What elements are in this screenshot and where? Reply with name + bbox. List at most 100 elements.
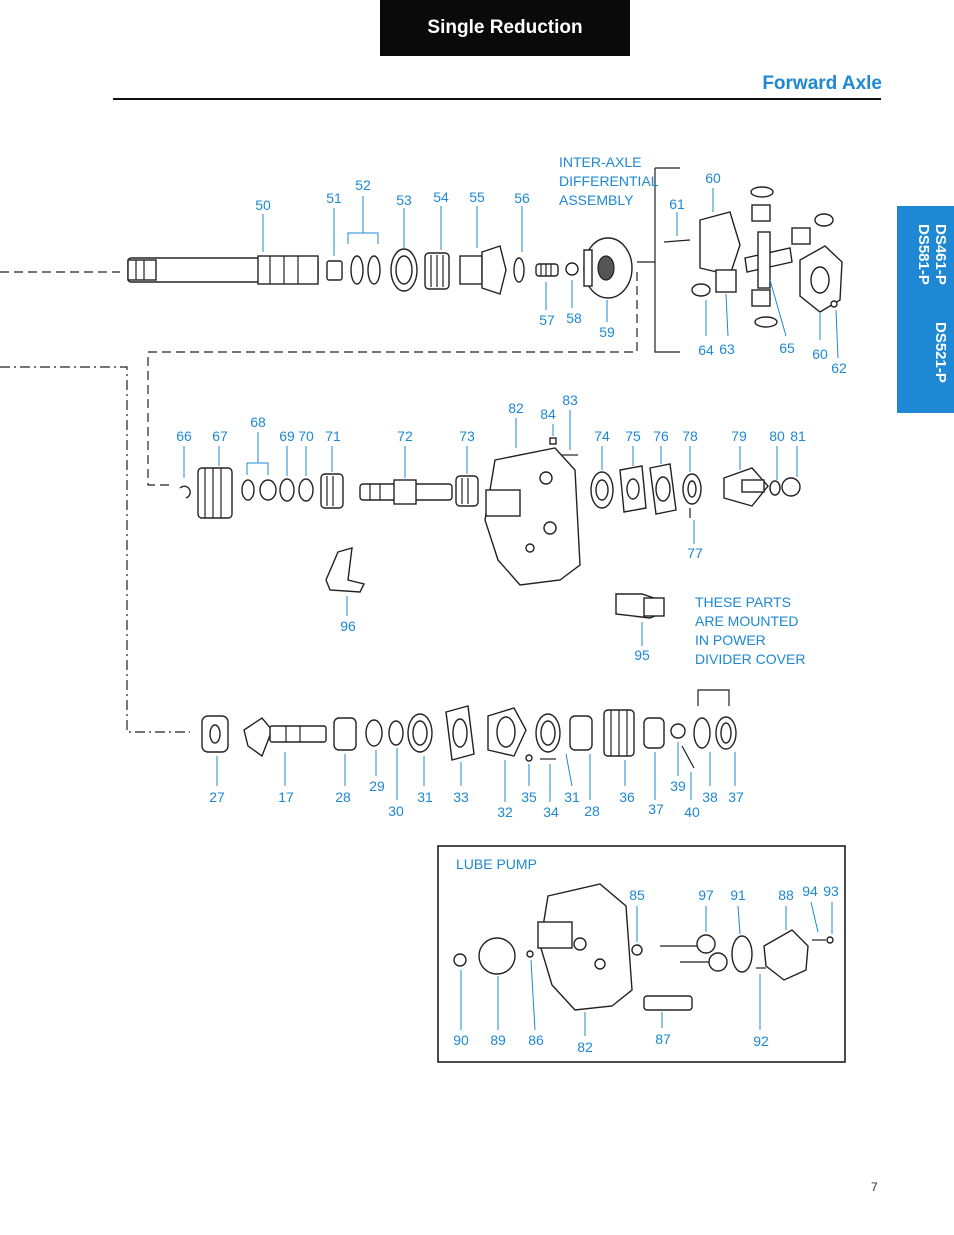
part-label: 90: [453, 1032, 469, 1048]
part-label: 94: [802, 883, 818, 899]
part-label: 51: [326, 190, 342, 206]
part-label: 95: [634, 647, 650, 663]
part-label: 74: [594, 428, 610, 444]
part-label: 31: [564, 789, 580, 805]
part-35: [525, 754, 533, 762]
part-88-pump-cover: [763, 929, 809, 981]
lube-pump-title: LUBE PUMP: [456, 856, 537, 872]
mounted-parts-bracket: [697, 689, 730, 706]
part-78-bearing: [682, 473, 702, 505]
part-label: 65: [779, 340, 795, 356]
part-label: 68: [250, 414, 266, 430]
part-label: 29: [369, 778, 385, 794]
part-66-snap-ring: [179, 485, 191, 499]
part-label: 56: [514, 190, 530, 206]
part-label: 87: [655, 1031, 671, 1047]
part-50-input-shaft: [127, 255, 319, 285]
part-label: 72: [397, 428, 413, 444]
part-80-washer: [769, 480, 781, 496]
part-label: 61: [669, 196, 685, 212]
part-81-nut: [781, 477, 801, 497]
part-label: 54: [433, 189, 449, 205]
part-label: 58: [566, 310, 582, 326]
part-53-cup: [390, 248, 418, 292]
part-31-cup: [407, 713, 433, 753]
part-label: 34: [543, 804, 559, 820]
part-label: 28: [335, 789, 351, 805]
part-57-spring: [535, 263, 559, 277]
part-label: 28: [584, 803, 600, 819]
leader-lines: [183, 188, 839, 1036]
part-label: 30: [388, 803, 404, 819]
part-40-pin: [681, 745, 695, 769]
page-title: Forward Axle: [762, 73, 882, 94]
part-label: 82: [508, 400, 524, 416]
part-74-seal: [590, 471, 614, 509]
part-96-shift-fork: [325, 547, 366, 593]
part-label: 55: [469, 189, 485, 205]
part-label: 93: [823, 883, 839, 899]
part-39-nut: [670, 723, 686, 739]
part-label: 66: [176, 428, 192, 444]
part-27-bearing: [201, 715, 229, 753]
part-label: 82: [577, 1039, 593, 1055]
pinion-gear: [751, 204, 771, 222]
part-label: 77: [687, 545, 703, 561]
part-87-tube: [643, 995, 693, 1011]
part-55-side-gear: [459, 245, 507, 295]
part-52-ring: [367, 255, 381, 285]
part-17-drive-pinion: [243, 717, 327, 758]
part-91-gasket: [731, 935, 753, 973]
washer: [754, 316, 778, 328]
part-label: 57: [539, 312, 555, 328]
part-79-yoke: [723, 467, 769, 507]
part-37-cone: [643, 717, 665, 749]
part-label: 52: [355, 177, 371, 193]
part-28-cone: [569, 715, 593, 751]
part-68: [259, 479, 277, 501]
part-label: 70: [298, 428, 314, 444]
part-73-cone: [455, 475, 479, 507]
part-59-inter-axle-differential: [583, 237, 633, 299]
part-85: [631, 944, 643, 956]
part-58-plug: [565, 262, 579, 276]
part-label: 37: [728, 789, 744, 805]
part-30-washer: [388, 720, 404, 746]
part-label: 78: [682, 428, 698, 444]
part-60-case-half: [799, 245, 843, 313]
part-62: [830, 300, 838, 308]
washer: [691, 283, 711, 297]
part-75-gasket: [619, 465, 647, 513]
assembly-bracket: [654, 167, 680, 353]
part-label: 88: [778, 887, 794, 903]
part-label: 96: [340, 618, 356, 634]
part-label: 60: [705, 170, 721, 186]
part-label: 35: [521, 789, 537, 805]
section-header: Single Reduction: [380, 0, 630, 56]
part-label: 38: [702, 789, 718, 805]
part-label: 71: [325, 428, 341, 444]
part-90-nut: [453, 953, 467, 967]
model-side-tab: DS461-P DS581-P DS521-P: [897, 206, 954, 413]
lube-pump-box: [437, 845, 846, 1063]
part-56-ring: [513, 257, 525, 283]
part-label: 64: [698, 342, 714, 358]
part-97-pump-rotor: [660, 934, 728, 972]
part-67-helical-gear: [197, 467, 233, 519]
part-label: 32: [497, 804, 513, 820]
spider: [757, 231, 771, 289]
part-82-power-divider-cover: [537, 883, 633, 1011]
part-label: 40: [684, 804, 700, 820]
part-72-output-shaft: [359, 479, 453, 505]
note-inter-axle-line: ASSEMBLY: [559, 192, 634, 208]
note-power-divider-line: DIVIDER COVER: [695, 651, 805, 667]
part-label: 86: [528, 1032, 544, 1048]
part-82-power-divider-cover: [484, 447, 581, 586]
pinion-gear: [791, 227, 811, 245]
part-label: 50: [255, 197, 271, 213]
part-28-cone: [333, 717, 357, 751]
part-95-shift-cylinder: [615, 593, 665, 619]
part-61-bolt: [663, 239, 691, 243]
part-label: 80: [769, 428, 785, 444]
part-label: 69: [279, 428, 295, 444]
